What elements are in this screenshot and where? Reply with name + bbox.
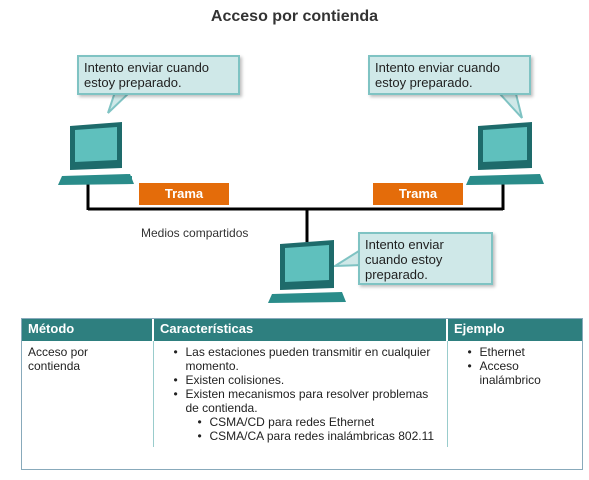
right-bubble-tail [497,93,523,119]
list-item: Acceso inalámbrico [468,359,577,387]
table-row: Acceso por contienda Las estaciones pued… [22,341,582,447]
left-speech-bubble: Intento enviar cuando estoy preparado. [77,55,240,95]
left-frame-label: Trama [139,183,229,205]
right-computer-icon [466,122,544,185]
bottom-speech-bubble: Intento enviar cuando estoy preparado. [358,232,493,285]
list-item: CSMA/CA para redes inalámbricas 802.11 [198,429,441,443]
example-header: Ejemplo [447,319,582,341]
list-item: Ethernet [468,345,577,359]
sub-list: CSMA/CD para redes Ethernet CSMA/CA para… [186,415,441,443]
characteristics-cell: Las estaciones pueden transmitir en cual… [153,341,448,447]
shared-media-label: Medios compartidos [141,226,249,240]
example-list: Ethernet Acceso inalámbrico [454,345,577,387]
method-cell: Acceso por contienda [22,341,154,447]
list-item: Existen colisiones. [174,373,441,387]
bottom-computer-icon [268,240,346,303]
comparison-table: Método Características Ejemplo Acceso po… [21,318,583,470]
table-header-row: Método Características Ejemplo [22,319,582,341]
characteristics-list: Las estaciones pueden transmitir en cual… [160,345,441,443]
list-item: Las estaciones pueden transmitir en cual… [174,345,441,373]
example-cell: Ethernet Acceso inalámbrico [447,341,582,447]
list-item: Existen mecanismos para resolver problem… [174,387,441,443]
network-diagram [58,91,544,303]
left-bubble-tail [107,91,133,114]
characteristics-header: Características [153,319,448,341]
left-computer-icon [58,122,134,185]
diagram-title: Acceso por contienda [210,8,379,25]
list-item: CSMA/CD para redes Ethernet [198,415,441,429]
method-header: Método [22,319,154,341]
right-speech-bubble: Intento enviar cuando estoy preparado. [368,55,531,95]
right-frame-label: Trama [373,183,463,205]
